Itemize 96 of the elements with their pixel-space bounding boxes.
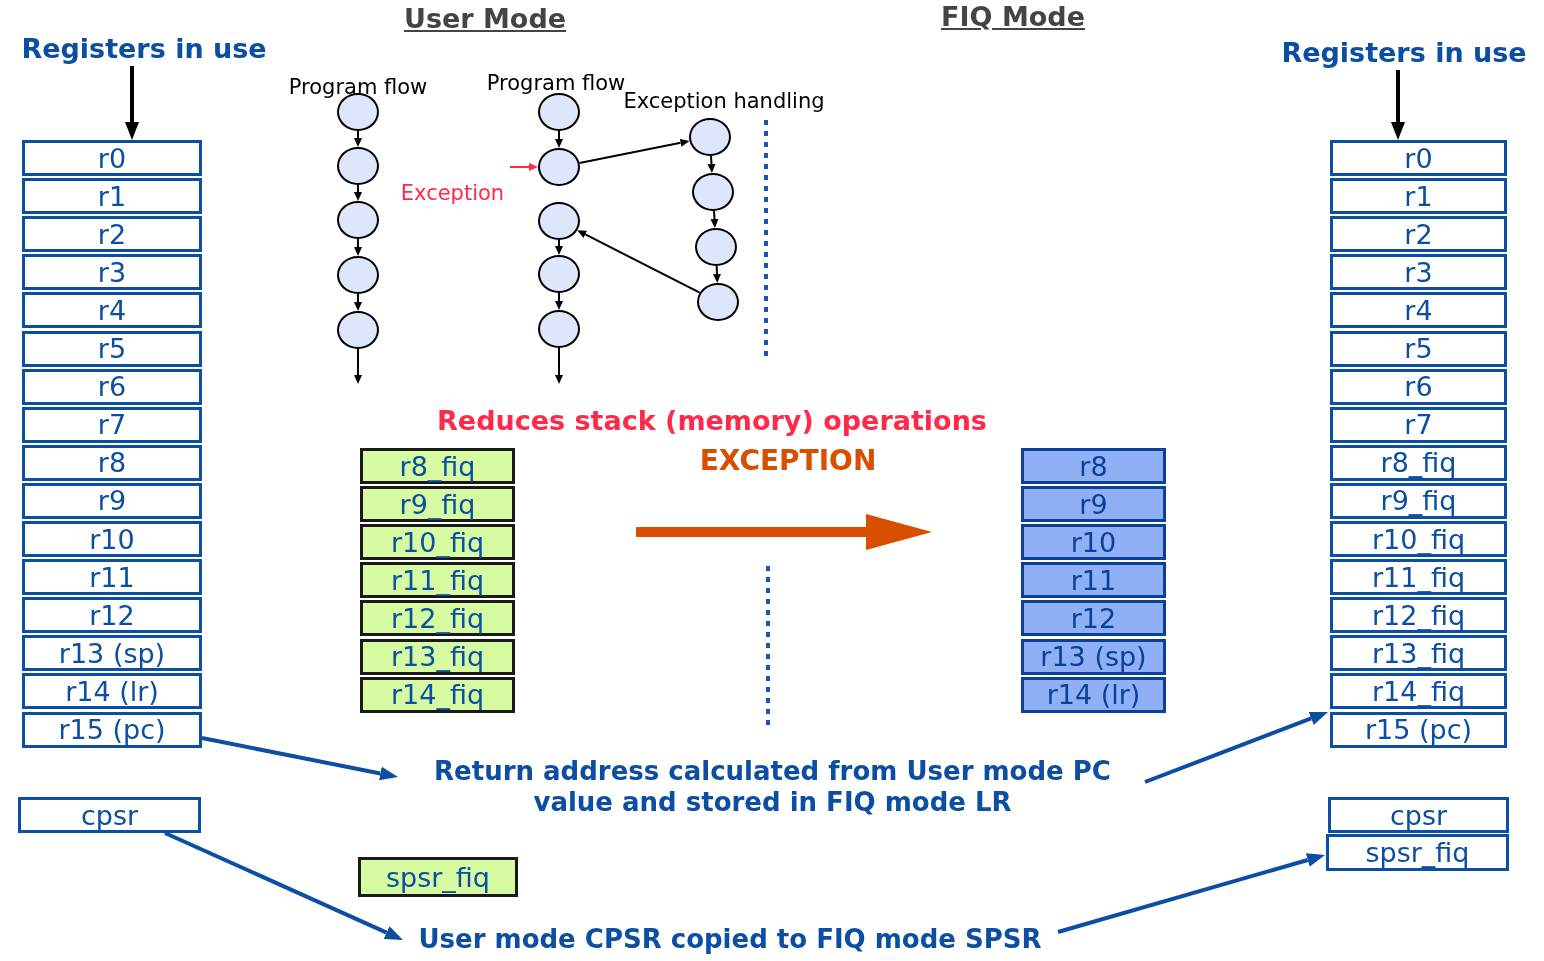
register-box: r5 [22, 330, 202, 367]
register-box: r11 [22, 559, 202, 596]
mode-heading: User Mode [403, 4, 567, 34]
register-box: r2 [1330, 216, 1507, 253]
exception-heading: EXCEPTION [699, 446, 877, 477]
flow-step-circle [697, 283, 739, 321]
banked-register-box: r11_fiq [360, 562, 515, 599]
flow-caption: Program flow [486, 72, 626, 95]
register-box: r14_fiq [1330, 673, 1507, 710]
register-box: r14 (lr) [22, 673, 202, 710]
register-box: r1 [22, 178, 202, 215]
arrow [1057, 853, 1325, 934]
arrow [710, 210, 719, 228]
register-box: r13 (sp) [22, 635, 202, 672]
arrow [1144, 711, 1328, 784]
arrow [354, 348, 362, 384]
banked-register-box: spsr_fiq [358, 857, 518, 897]
flow-step-circle [538, 202, 580, 240]
banked-register-box: r8_fiq [360, 448, 515, 484]
arrow [509, 163, 538, 171]
flow-step-circle [689, 118, 731, 156]
banked-register-box: r12_fiq [360, 600, 515, 637]
register-box: r1 [1330, 178, 1507, 215]
flow-step-circle [337, 256, 379, 294]
note-text: Reduces stack (memory) operations [437, 406, 987, 436]
register-box: r10 [1021, 524, 1166, 561]
banked-register-box: r13_fiq [360, 638, 515, 675]
flow-caption: Program flow [288, 76, 428, 100]
register-box: cpsr [18, 797, 201, 833]
flow-step-circle [337, 311, 379, 349]
register-box: r7 [22, 406, 202, 443]
register-box: r7 [1330, 406, 1507, 443]
arrow [713, 265, 721, 283]
arrow [555, 292, 563, 310]
section-heading: Registers in use [1268, 34, 1540, 70]
mode-heading: FIQ Mode [941, 2, 1085, 32]
arrow [125, 66, 139, 140]
arrow [354, 130, 362, 147]
register-box: r9 [22, 482, 202, 519]
register-box: r8 [1021, 448, 1166, 484]
banked-register-box: r14_fiq [360, 676, 515, 713]
arrow [707, 155, 716, 173]
arrow [555, 239, 563, 255]
flow-caption: Exception handling [623, 90, 825, 114]
banked-register-box: r10_fiq [360, 524, 515, 561]
arrow [164, 831, 403, 940]
flow-step-circle [692, 173, 734, 211]
register-box: r9 [1021, 486, 1166, 523]
flow-step-circle [538, 148, 580, 186]
arrow [354, 293, 362, 311]
register-box: cpsr [1328, 797, 1509, 833]
register-box: r12_fiq [1330, 597, 1507, 634]
register-box: r4 [1330, 292, 1507, 329]
register-box: r13_fiq [1330, 635, 1507, 672]
register-box: r2 [22, 216, 202, 253]
register-box: spsr_fiq [1326, 834, 1509, 871]
register-box: r11 [1021, 562, 1166, 599]
arrow [201, 736, 398, 781]
register-box: r15 (pc) [22, 711, 202, 748]
register-box: r6 [22, 368, 202, 405]
arrow [1391, 70, 1405, 140]
arrow [577, 230, 701, 294]
register-box: r15 (pc) [1330, 711, 1507, 748]
flow-step-circle [337, 147, 379, 185]
flow-step-circle [538, 93, 580, 131]
register-box: r0 [22, 140, 202, 176]
register-box: r12 [22, 597, 202, 634]
register-box: r5 [1330, 330, 1507, 367]
register-box: r11_fiq [1330, 559, 1507, 596]
register-box: r3 [22, 254, 202, 291]
register-box: r4 [22, 292, 202, 329]
arrow [354, 184, 362, 201]
arrow [555, 347, 563, 384]
arrow [354, 238, 362, 256]
register-box: r6 [1330, 368, 1507, 405]
register-box: r8 [22, 444, 202, 481]
note-text: User mode CPSR copied to FIQ mode SPSR [405, 920, 1055, 960]
register-box: r14 (lr) [1021, 676, 1166, 713]
register-box: r0 [1330, 140, 1507, 176]
register-box: r10 [22, 521, 202, 557]
register-box: r8_fiq [1330, 444, 1507, 481]
register-box: r3 [1330, 254, 1507, 291]
register-box: r12 [1021, 600, 1166, 637]
flow-step-circle [538, 255, 580, 293]
arrow [555, 130, 563, 148]
exception-label: Exception [395, 160, 510, 204]
note-text: Return address calculated from User mode PC value and stored in FIQ mode LR [400, 752, 1145, 822]
section-heading: Registers in use [10, 30, 278, 66]
banked-register-box: r9_fiq [360, 486, 515, 523]
flow-step-circle [695, 228, 737, 266]
arrow [578, 138, 690, 164]
register-box: r9_fiq [1330, 482, 1507, 519]
register-box: r10_fiq [1330, 521, 1507, 557]
flow-step-circle [337, 201, 379, 239]
flow-step-circle [538, 310, 580, 348]
register-box: r13 (sp) [1021, 638, 1166, 675]
